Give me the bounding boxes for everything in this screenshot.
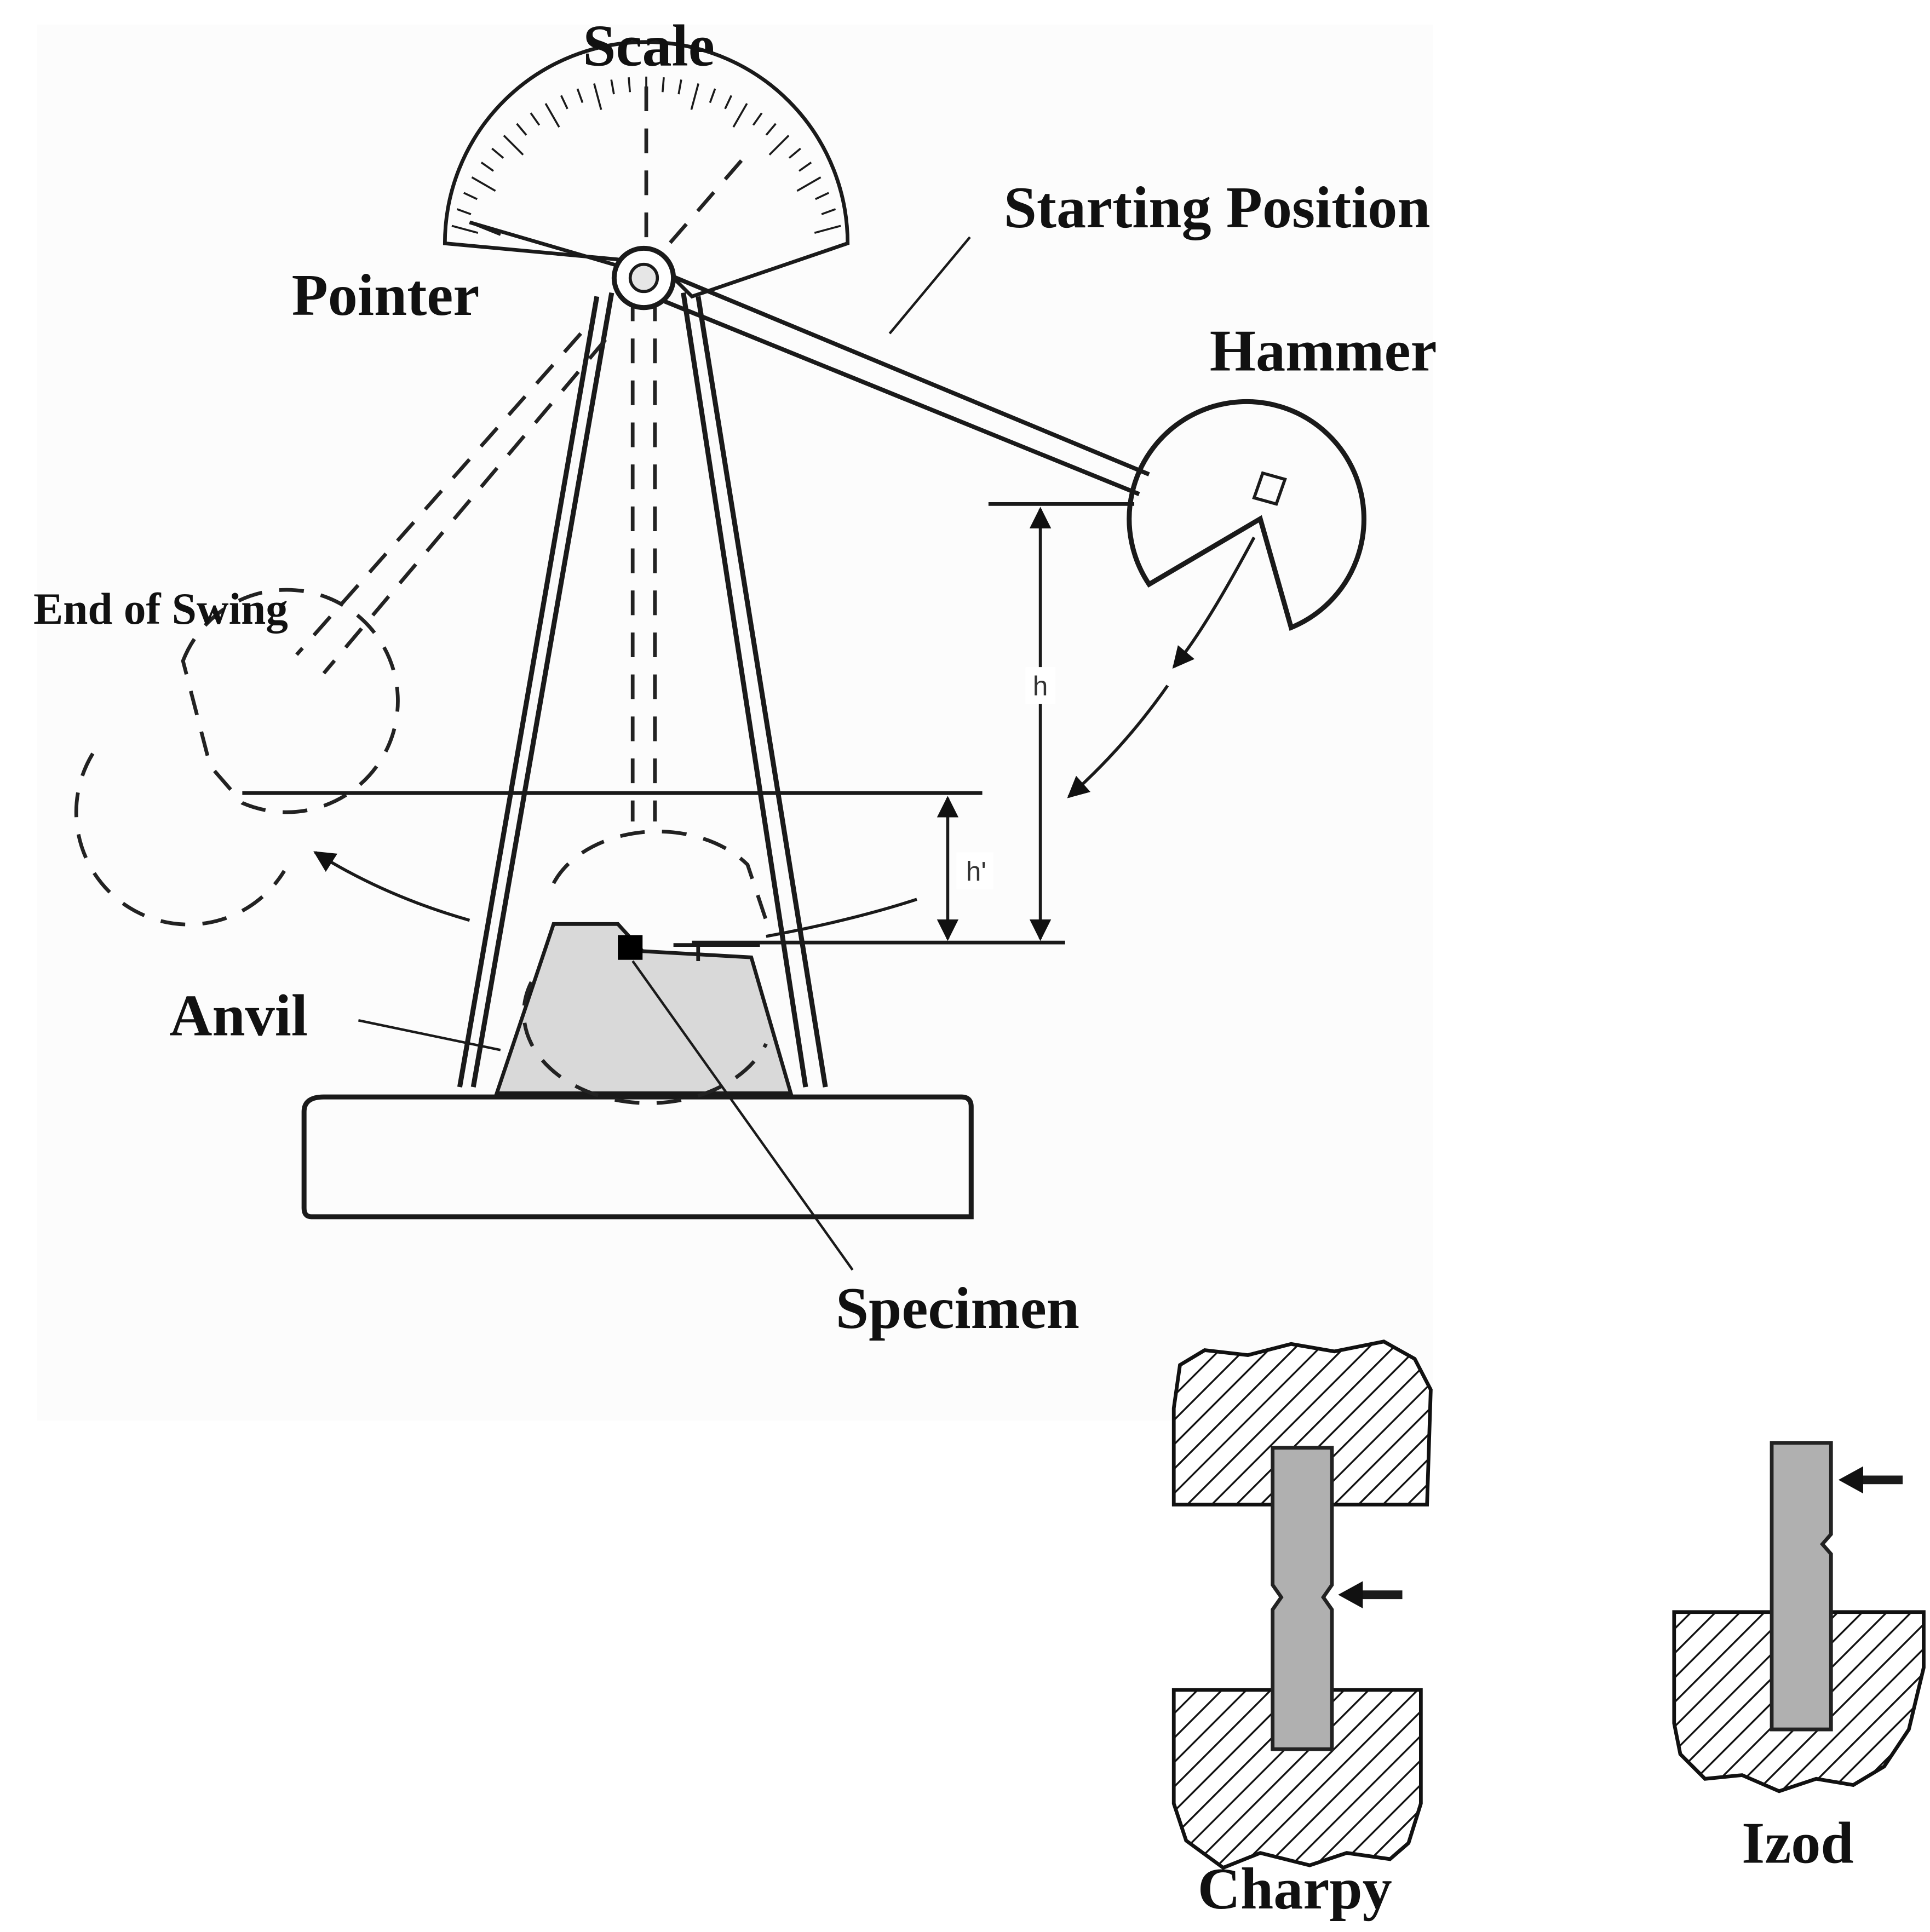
label-pointer: Pointer xyxy=(292,263,480,328)
swing-down-arrow xyxy=(1172,536,1256,669)
scale-dial xyxy=(443,40,850,299)
label-anvil: Anvil xyxy=(169,983,308,1048)
hammer-starting-position xyxy=(658,272,1366,631)
izod-specimen-bar xyxy=(1770,1441,1833,1732)
label-starting-position: Starting Position xyxy=(1004,175,1431,240)
pointer-needle xyxy=(469,220,631,272)
figure-background xyxy=(37,25,1433,1421)
label-end-of-swing: End of Swing xyxy=(33,584,288,634)
label-izod: Izod xyxy=(1742,1811,1854,1876)
hammer-bottom-position xyxy=(522,830,768,1105)
label-specimen: Specimen xyxy=(836,1276,1079,1341)
charpy-upper-support xyxy=(1171,1339,1433,1507)
izod-diagram xyxy=(1672,1441,1926,1793)
specimen xyxy=(618,935,643,960)
label-scale: Scale xyxy=(583,14,715,79)
machine-base xyxy=(301,1094,974,1220)
label-h: h xyxy=(1033,671,1048,702)
label-charpy: Charpy xyxy=(1198,1856,1392,1922)
label-h-prime: h' xyxy=(966,856,986,887)
charpy-lower-support xyxy=(1171,1688,1423,1870)
swing-up-arrow xyxy=(313,851,470,922)
charpy-diagram xyxy=(1171,1339,1433,1870)
machine-frame xyxy=(457,292,828,1088)
label-hammer: Hammer xyxy=(1210,319,1437,384)
charpy-specimen-bar xyxy=(1271,1446,1334,1751)
hammer-end-of-swing xyxy=(74,332,607,927)
